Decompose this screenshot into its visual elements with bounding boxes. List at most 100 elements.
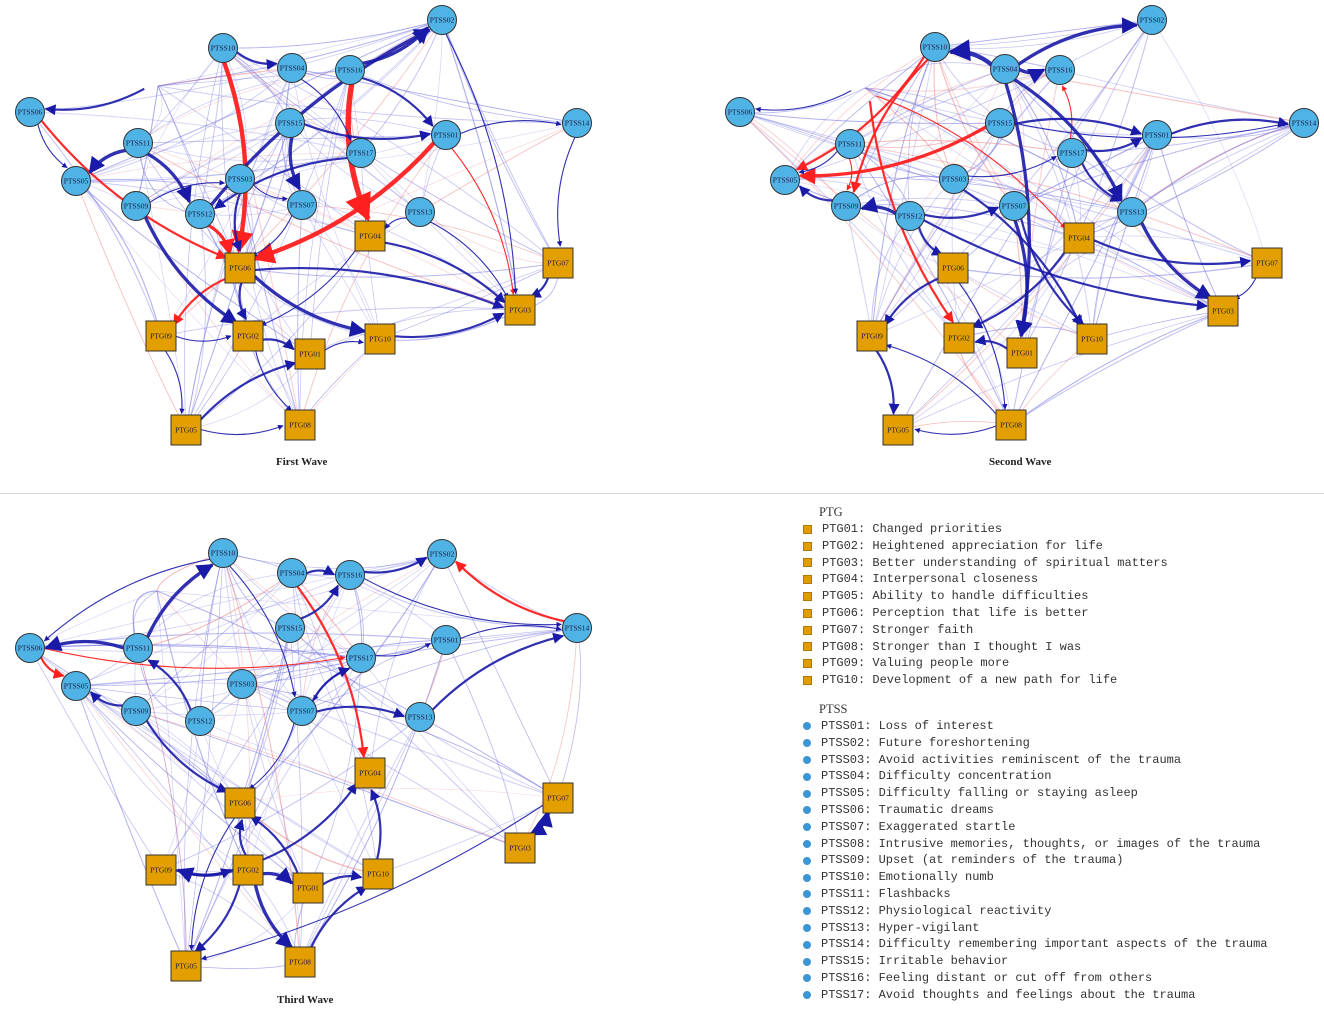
edge-faint [871, 178, 955, 337]
circle-marker-icon [803, 856, 811, 865]
circle-marker-icon [803, 890, 811, 899]
legend-item-label: PTG04: Interpersonal closeness [822, 572, 1039, 587]
edge-faint [369, 553, 443, 774]
circle-marker-icon [803, 957, 811, 966]
edge-faint [289, 627, 521, 849]
node-ptss04: PTSS04 [277, 53, 307, 83]
edge-faint [137, 142, 521, 311]
edge-faint [1078, 122, 1305, 239]
node-ptg05: PTG05 [170, 414, 202, 446]
legend-item: PTSS13: Hyper-vigilant [802, 920, 1267, 937]
node-ptg08: PTG08 [284, 409, 316, 441]
node-ptss09: PTSS09 [121, 191, 151, 221]
edge-ptss15-ptss01 [1013, 117, 1143, 136]
node-label: PTSS07 [290, 707, 315, 716]
edge-ptss11-ptss06 [44, 635, 125, 652]
edge-faint [1010, 152, 1073, 426]
edge-ptg05-ptg08 [199, 424, 284, 436]
legend-item: PTG09: Valuing people more [802, 655, 1267, 672]
legend-item: PTG01: Changed priorities [802, 521, 1267, 538]
circle-marker-icon [803, 806, 811, 815]
edge-faint [934, 46, 1015, 207]
ptss-circle-node [275, 108, 305, 138]
square-marker-icon [803, 659, 812, 669]
node-label: PTSS06 [18, 108, 43, 117]
node-label: PTG04 [359, 769, 381, 778]
edge-faint [222, 47, 521, 311]
node-label: PTG09 [150, 332, 172, 341]
nodes: PTSS01PTSS02PTSS03PTSS04PTSS05PTSS06PTSS… [15, 5, 592, 446]
edge-ptg01-ptg10 [323, 338, 364, 352]
node-label: PTSS15 [278, 624, 303, 633]
node-ptss10: PTSS10 [208, 33, 238, 63]
ptg-square-node [943, 322, 975, 354]
edge-faint [557, 627, 582, 799]
node-label: PTG03 [509, 844, 531, 853]
edge-faint [75, 180, 371, 237]
edge-ptg09-ptg05 [164, 349, 185, 415]
square-marker-icon [803, 642, 812, 652]
ptg-square-node [232, 854, 264, 886]
edge-faint [1078, 235, 1268, 264]
edge-ptss13-ptg03 [1139, 221, 1213, 300]
node-label: PTSS13 [408, 713, 433, 722]
edge-faint [739, 111, 1224, 312]
node-ptss03: PTSS03 [939, 164, 969, 194]
nodes: PTSS01PTSS02PTSS03PTSS04PTSS05PTSS06PTSS… [725, 5, 1319, 446]
ptss-circle-node [275, 613, 305, 643]
node-ptg06: PTG06 [224, 787, 256, 819]
node-ptss14: PTSS14 [562, 108, 592, 138]
edge-faint [29, 19, 443, 113]
node-label: PTG02 [237, 332, 259, 341]
edge-ptss11-ptss05 [798, 150, 839, 175]
edge-ptss12-ptss09 [860, 196, 898, 216]
edge-faint [157, 85, 578, 124]
legend-item: PTG02: Heightened appreciation for life [802, 538, 1267, 555]
node-ptg09: PTG09 [145, 854, 177, 886]
edge-faint [289, 627, 303, 963]
legend-item-label: PTG06: Perception that life is better [822, 605, 1089, 620]
node-label: PTSS04 [280, 64, 305, 73]
edge-faint [137, 572, 293, 649]
node-label: PTSS14 [565, 119, 590, 128]
legend-item: PTG08: Stronger than I thought I was [802, 639, 1267, 656]
legend-item-label: PTSS15: Irritable behavior [821, 954, 1009, 969]
node-label: PTSS11 [838, 140, 863, 149]
node-ptss11: PTSS11 [123, 128, 153, 158]
edge-ptss13-ptg03 [429, 221, 509, 299]
node-ptss02: PTSS02 [427, 539, 457, 569]
node-ptss02: PTSS02 [1137, 5, 1167, 35]
node-label: PTSS16 [338, 571, 363, 580]
node-label: PTG10 [369, 335, 391, 344]
edge-faint [441, 553, 559, 799]
circle-marker-icon [803, 923, 811, 932]
ptss-circle-node [121, 191, 151, 221]
node-ptss09: PTSS09 [121, 696, 151, 726]
ptg-square-node [284, 946, 316, 978]
ptss-circle-node [277, 558, 307, 588]
node-label: PTSS11 [126, 644, 151, 653]
ptss-circle-node [939, 164, 969, 194]
node-label: PTSS14 [565, 624, 590, 633]
legend-item-label: PTG08: Stronger than I thought I was [822, 639, 1082, 654]
edge-ptss10-ptss06 [43, 558, 211, 642]
edge-ptss06-ptss05 [39, 656, 65, 679]
node-ptss01: PTSS01 [431, 625, 461, 655]
edge-faint [241, 683, 559, 799]
edge-faint [222, 552, 251, 871]
edge-faint [160, 574, 351, 871]
edge-ptss04-ptss16 [305, 564, 335, 576]
node-ptss13: PTSS13 [405, 702, 435, 732]
ptg-square-node [504, 832, 536, 864]
edge-faint [349, 69, 578, 124]
edge-ptss16-ptss01 [361, 76, 434, 127]
node-ptss04: PTSS04 [277, 558, 307, 588]
node-ptg01: PTG01 [294, 338, 326, 370]
legend-item-label: PTSS17: Avoid thoughts and feelings abou… [821, 987, 1196, 1002]
edge-faint [239, 178, 521, 311]
edge-ptg10-ptg03 [393, 312, 505, 339]
node-ptss14: PTSS14 [1289, 108, 1319, 138]
edge-faint [75, 574, 351, 687]
